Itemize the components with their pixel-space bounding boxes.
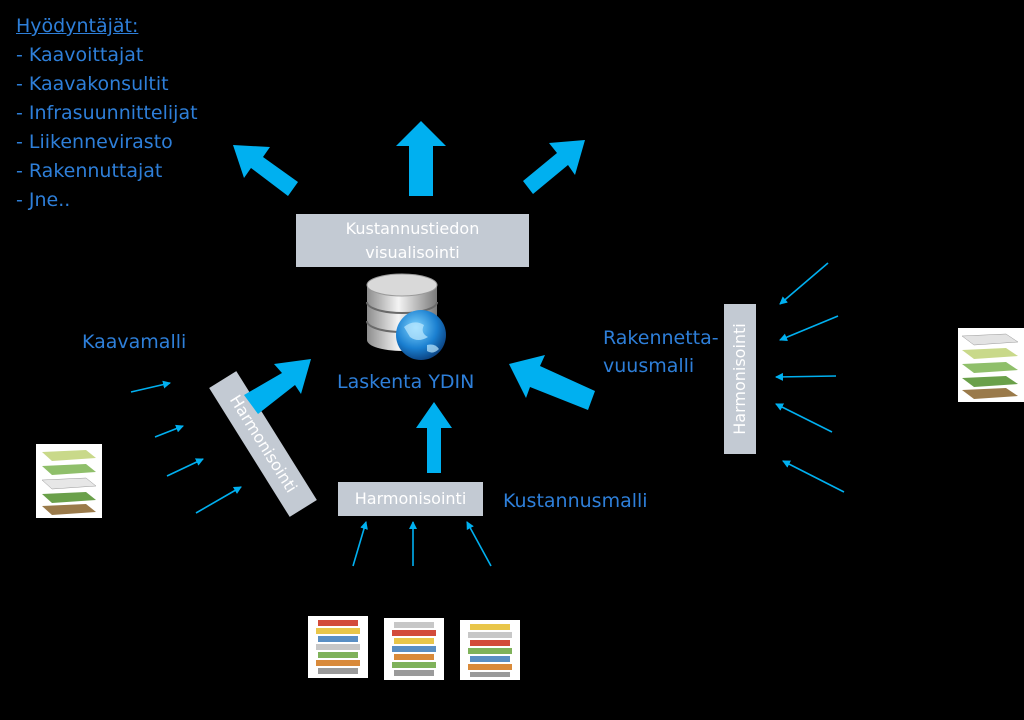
plan-input-arrows: [130, 380, 242, 514]
build-model-label-2: vuusmalli: [603, 355, 695, 377]
arrow-up-right: [523, 140, 585, 194]
beneficiary-item: - Kaavoittajat: [16, 44, 144, 66]
database-globe-icon: [366, 273, 446, 360]
beneficiaries-title: Hyödyntäjät:: [16, 15, 139, 37]
build-model-label-1: Rakennetta-: [603, 327, 719, 349]
beneficiary-item: - Rakennuttajat: [16, 160, 163, 182]
cost-model-label: Kustannusmalli: [503, 490, 648, 512]
beneficiaries-list: Hyödyntäjät: - Kaavoittajat - Kaavakonsu…: [16, 12, 198, 215]
map-layers-icon: [36, 444, 102, 518]
map-layers-icon: [958, 328, 1024, 402]
plan-model-label: Kaavamalli: [82, 331, 187, 353]
document-stack-icon: [308, 616, 368, 678]
arrow-up-left: [233, 145, 298, 196]
build-input-arrows: [775, 262, 845, 493]
beneficiary-item: - Liikennevirasto: [16, 131, 173, 153]
beneficiary-item: - Jne..: [16, 189, 71, 211]
beneficiary-item: - Kaavakonsultit: [16, 73, 169, 95]
core-label: Laskenta YDIN: [337, 371, 475, 393]
harmonization-box-cost: Harmonisointi: [338, 482, 483, 516]
arrow-up-center: [396, 121, 446, 196]
cost-input-arrows: [352, 521, 492, 567]
beneficiary-item: - Infrasuunnittelijat: [16, 102, 198, 124]
arrow-plan-to-core: [244, 359, 311, 414]
visualization-line-1: Kustannustiedon: [345, 218, 480, 238]
document-stack-icon: [384, 618, 444, 680]
visualization-box: Kustannustiedon visualisointi: [296, 214, 529, 267]
arrow-build-to-core: [509, 355, 595, 410]
document-stack-icon: [460, 620, 520, 680]
arrow-cost-to-core: [416, 402, 452, 473]
visualization-line-2: visualisointi: [365, 242, 460, 262]
